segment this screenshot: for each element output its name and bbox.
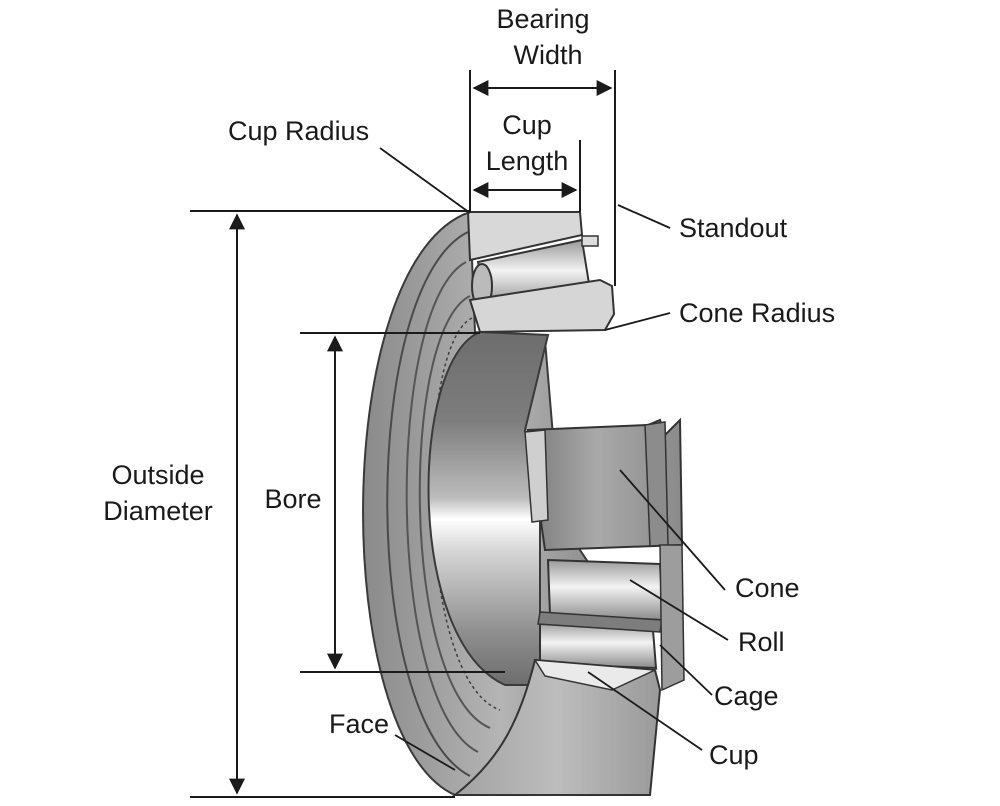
label-face: Face [329,709,389,739]
label-cup-length-line1: Cup [502,110,552,140]
leader-lines [379,147,729,771]
leader-cone-radius [604,312,671,331]
outer-right-face [659,544,685,692]
leader-cup [587,671,703,751]
leader-cone [619,469,726,591]
leader-face [394,734,456,771]
label-bearing-width-line2: Width [513,40,582,70]
labels: Bearing Width Cup Length Cup Radius Stan… [103,4,835,770]
cup-section-top [466,211,584,262]
label-outside-diameter-line1: Outside [111,460,204,490]
face-groove-outer [386,231,471,777]
leader-cup-radius [379,147,471,214]
cone-rib [524,429,549,523]
label-cup: Cup [709,740,759,770]
label-cup-radius: Cup Radius [228,116,369,146]
label-bore: Bore [264,484,321,514]
cup-section-bottom [452,658,662,796]
bearing-body [362,210,685,796]
label-cage: Cage [714,681,779,711]
face-groove-inner [418,295,491,729]
leader-roll [629,579,729,641]
label-outside-diameter-line2: Diameter [103,496,213,526]
cup-chamfer [533,659,658,691]
label-standout: Standout [679,213,788,243]
label-cup-length-line2: Length [486,146,569,176]
label-cone-radius: Cone Radius [679,298,835,328]
dimension-lines [190,70,616,798]
face-groove-mid [405,261,479,753]
label-roll: Roll [738,627,785,657]
bore-surface [427,330,550,686]
label-cone: Cone [735,573,800,603]
cage-pin [581,235,599,247]
label-bearing-width-line1: Bearing [496,4,589,34]
leader-cage [659,644,713,696]
cage-bar [537,611,663,633]
leader-standout [617,204,671,229]
